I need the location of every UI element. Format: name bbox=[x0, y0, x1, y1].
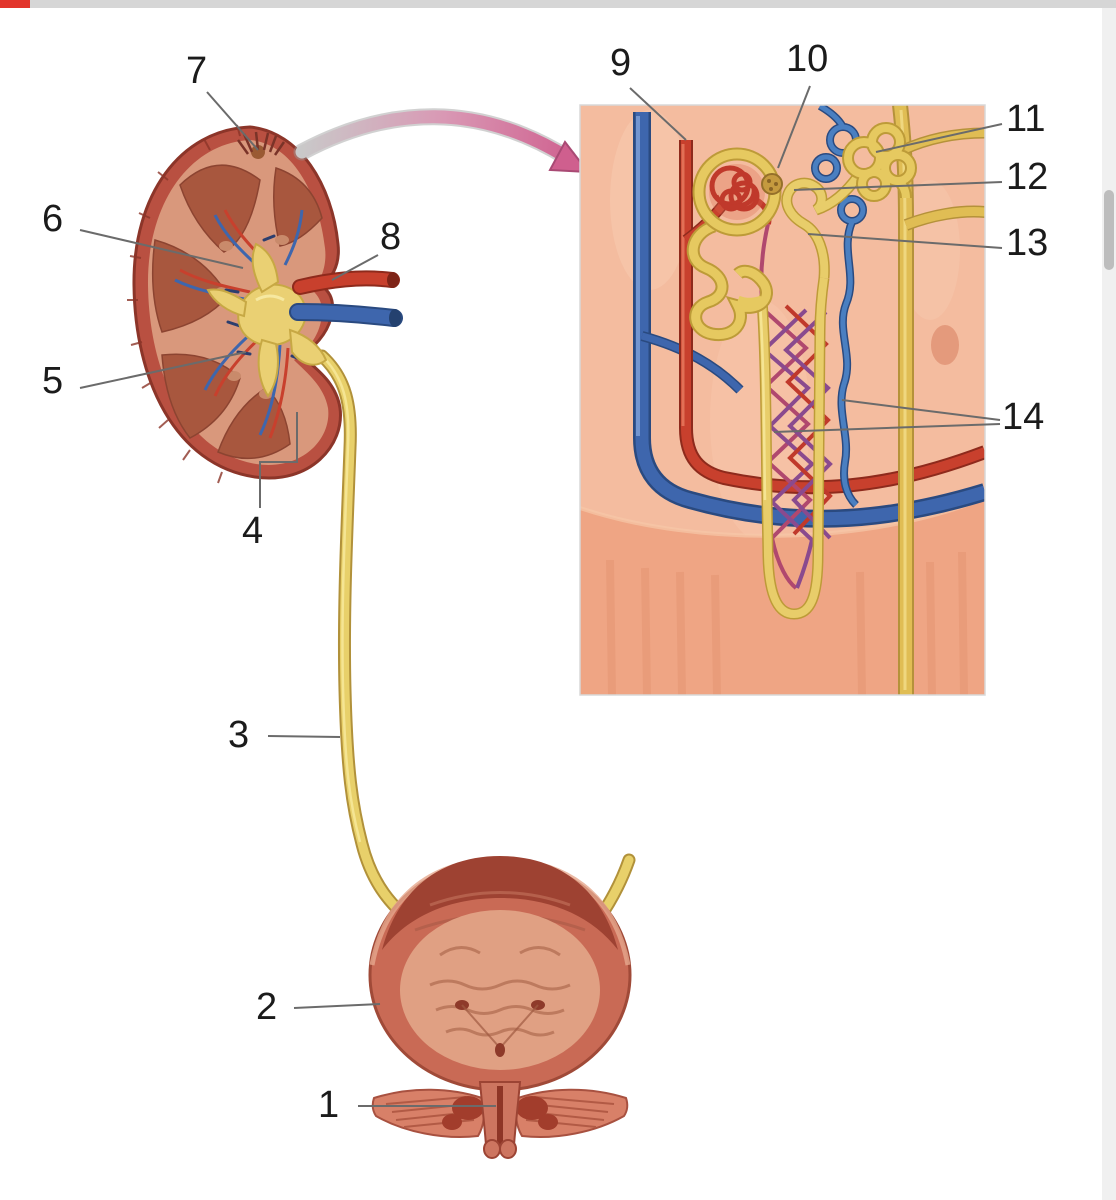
leader-line-14a bbox=[841, 399, 1001, 421]
leader-line-10 bbox=[777, 85, 811, 169]
label-8: 8 bbox=[380, 216, 402, 258]
label-14: 14 bbox=[1002, 396, 1045, 438]
medulla-region bbox=[580, 498, 985, 695]
distal-convoluted-coils bbox=[842, 122, 917, 202]
label-11: 11 bbox=[1006, 98, 1046, 140]
leader-line-7 bbox=[206, 91, 259, 151]
label-12: 12 bbox=[1006, 156, 1049, 198]
juxtaglomerular-apparatus bbox=[761, 173, 783, 195]
distal-tubule bbox=[781, 172, 863, 279]
label-2: 2 bbox=[256, 986, 278, 1028]
leader-lines bbox=[79, 85, 1003, 1107]
leader-line-12 bbox=[793, 181, 1003, 191]
label-6: 6 bbox=[42, 198, 64, 240]
label-4: 4 bbox=[242, 510, 264, 552]
bladder-dome-interior bbox=[382, 856, 618, 950]
label-7: 7 bbox=[186, 50, 208, 92]
label-5: 5 bbox=[42, 360, 64, 402]
label-9: 9 bbox=[610, 42, 632, 84]
inset-border bbox=[579, 104, 986, 696]
renal-pelvis bbox=[206, 242, 328, 398]
label-3: 3 bbox=[228, 714, 250, 756]
pelvis-highlight bbox=[255, 294, 285, 302]
ureteral-orifices bbox=[455, 1000, 545, 1057]
label-10: 10 bbox=[786, 38, 829, 80]
pelvic-floor-muscles bbox=[371, 1088, 629, 1139]
leader-line-6 bbox=[79, 229, 244, 269]
urethra bbox=[478, 1081, 522, 1159]
proximal-tubule bbox=[686, 219, 773, 342]
leader-line-11 bbox=[875, 123, 1003, 153]
sphincter-deep-muscle bbox=[442, 1096, 558, 1130]
magnifier-arrow bbox=[293, 108, 591, 174]
leader-line-3 bbox=[267, 735, 341, 738]
urethral-canal bbox=[497, 1086, 503, 1146]
scrollbar-track[interactable] bbox=[1102, 8, 1116, 1200]
renal-vein bbox=[289, 303, 403, 327]
top-bar-accent bbox=[0, 0, 30, 8]
leader-line-2 bbox=[293, 1003, 381, 1009]
kidney-illustration bbox=[127, 124, 403, 484]
glomerulus bbox=[709, 164, 765, 220]
medulla-striations bbox=[606, 551, 968, 695]
leader-line-4 bbox=[259, 412, 298, 508]
renal-artery bbox=[292, 270, 400, 295]
top-bar bbox=[0, 0, 1116, 8]
leader-line-5 bbox=[79, 351, 247, 389]
bladder-rugae bbox=[429, 946, 571, 1037]
nephron-inset bbox=[579, 104, 986, 696]
capsule-tuft bbox=[236, 131, 286, 159]
ureter bbox=[315, 349, 427, 935]
capsule-fringe bbox=[127, 124, 241, 484]
bladder-illustration bbox=[368, 856, 632, 1092]
vasa-recta bbox=[759, 223, 833, 590]
scrollbar-thumb[interactable] bbox=[1104, 190, 1114, 270]
label-13: 13 bbox=[1006, 222, 1049, 264]
leader-line-9 bbox=[629, 87, 687, 141]
leader-line-8 bbox=[331, 254, 379, 281]
internal-urethral-opening bbox=[495, 1043, 505, 1057]
leader-line-13 bbox=[807, 233, 1003, 249]
loop-of-henle bbox=[756, 277, 830, 620]
label-1: 1 bbox=[318, 1084, 340, 1126]
leader-line-14b bbox=[773, 423, 1001, 433]
arrowhead bbox=[548, 140, 591, 174]
